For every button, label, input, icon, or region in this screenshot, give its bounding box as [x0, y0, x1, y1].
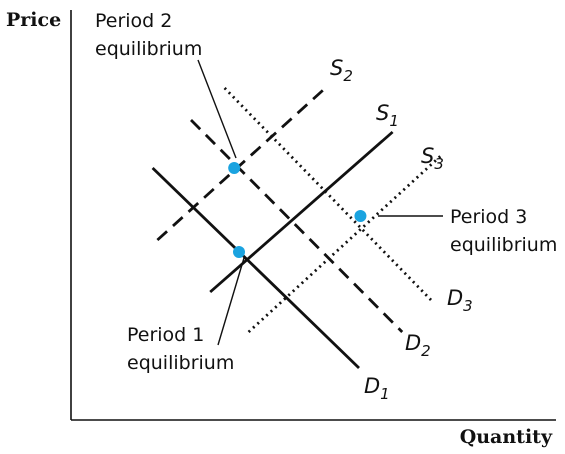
note-period-1: Period 1 equilibrium — [127, 324, 234, 374]
label-S3: S3 — [421, 144, 444, 173]
y-axis-title: Price — [6, 9, 61, 31]
label-D2: D2 — [405, 331, 431, 360]
leader-period-1 — [217, 257, 245, 346]
label-S1: S1 — [376, 101, 399, 130]
x-axis-title: Quantity — [460, 426, 553, 448]
label-D1: D1 — [364, 374, 390, 403]
demand-curve-3 — [223, 87, 433, 301]
label-S2: S2 — [330, 56, 353, 85]
demand-curve-1 — [151, 166, 360, 370]
period-2-equilibrium-point — [228, 162, 241, 174]
supply-curve-1 — [209, 130, 394, 294]
supply-curve-3 — [247, 154, 442, 334]
label-D3: D3 — [447, 286, 473, 315]
leader-period-2 — [197, 59, 237, 159]
demand-curve-2 — [190, 119, 404, 333]
period-3-equilibrium-point — [354, 210, 367, 222]
note-period-3: Period 3 equilibrium — [450, 206, 557, 256]
note-period-2: Period 2 equilibrium — [95, 10, 202, 60]
period-1-equilibrium-point — [233, 246, 245, 258]
supply-curve-2 — [156, 86, 327, 242]
